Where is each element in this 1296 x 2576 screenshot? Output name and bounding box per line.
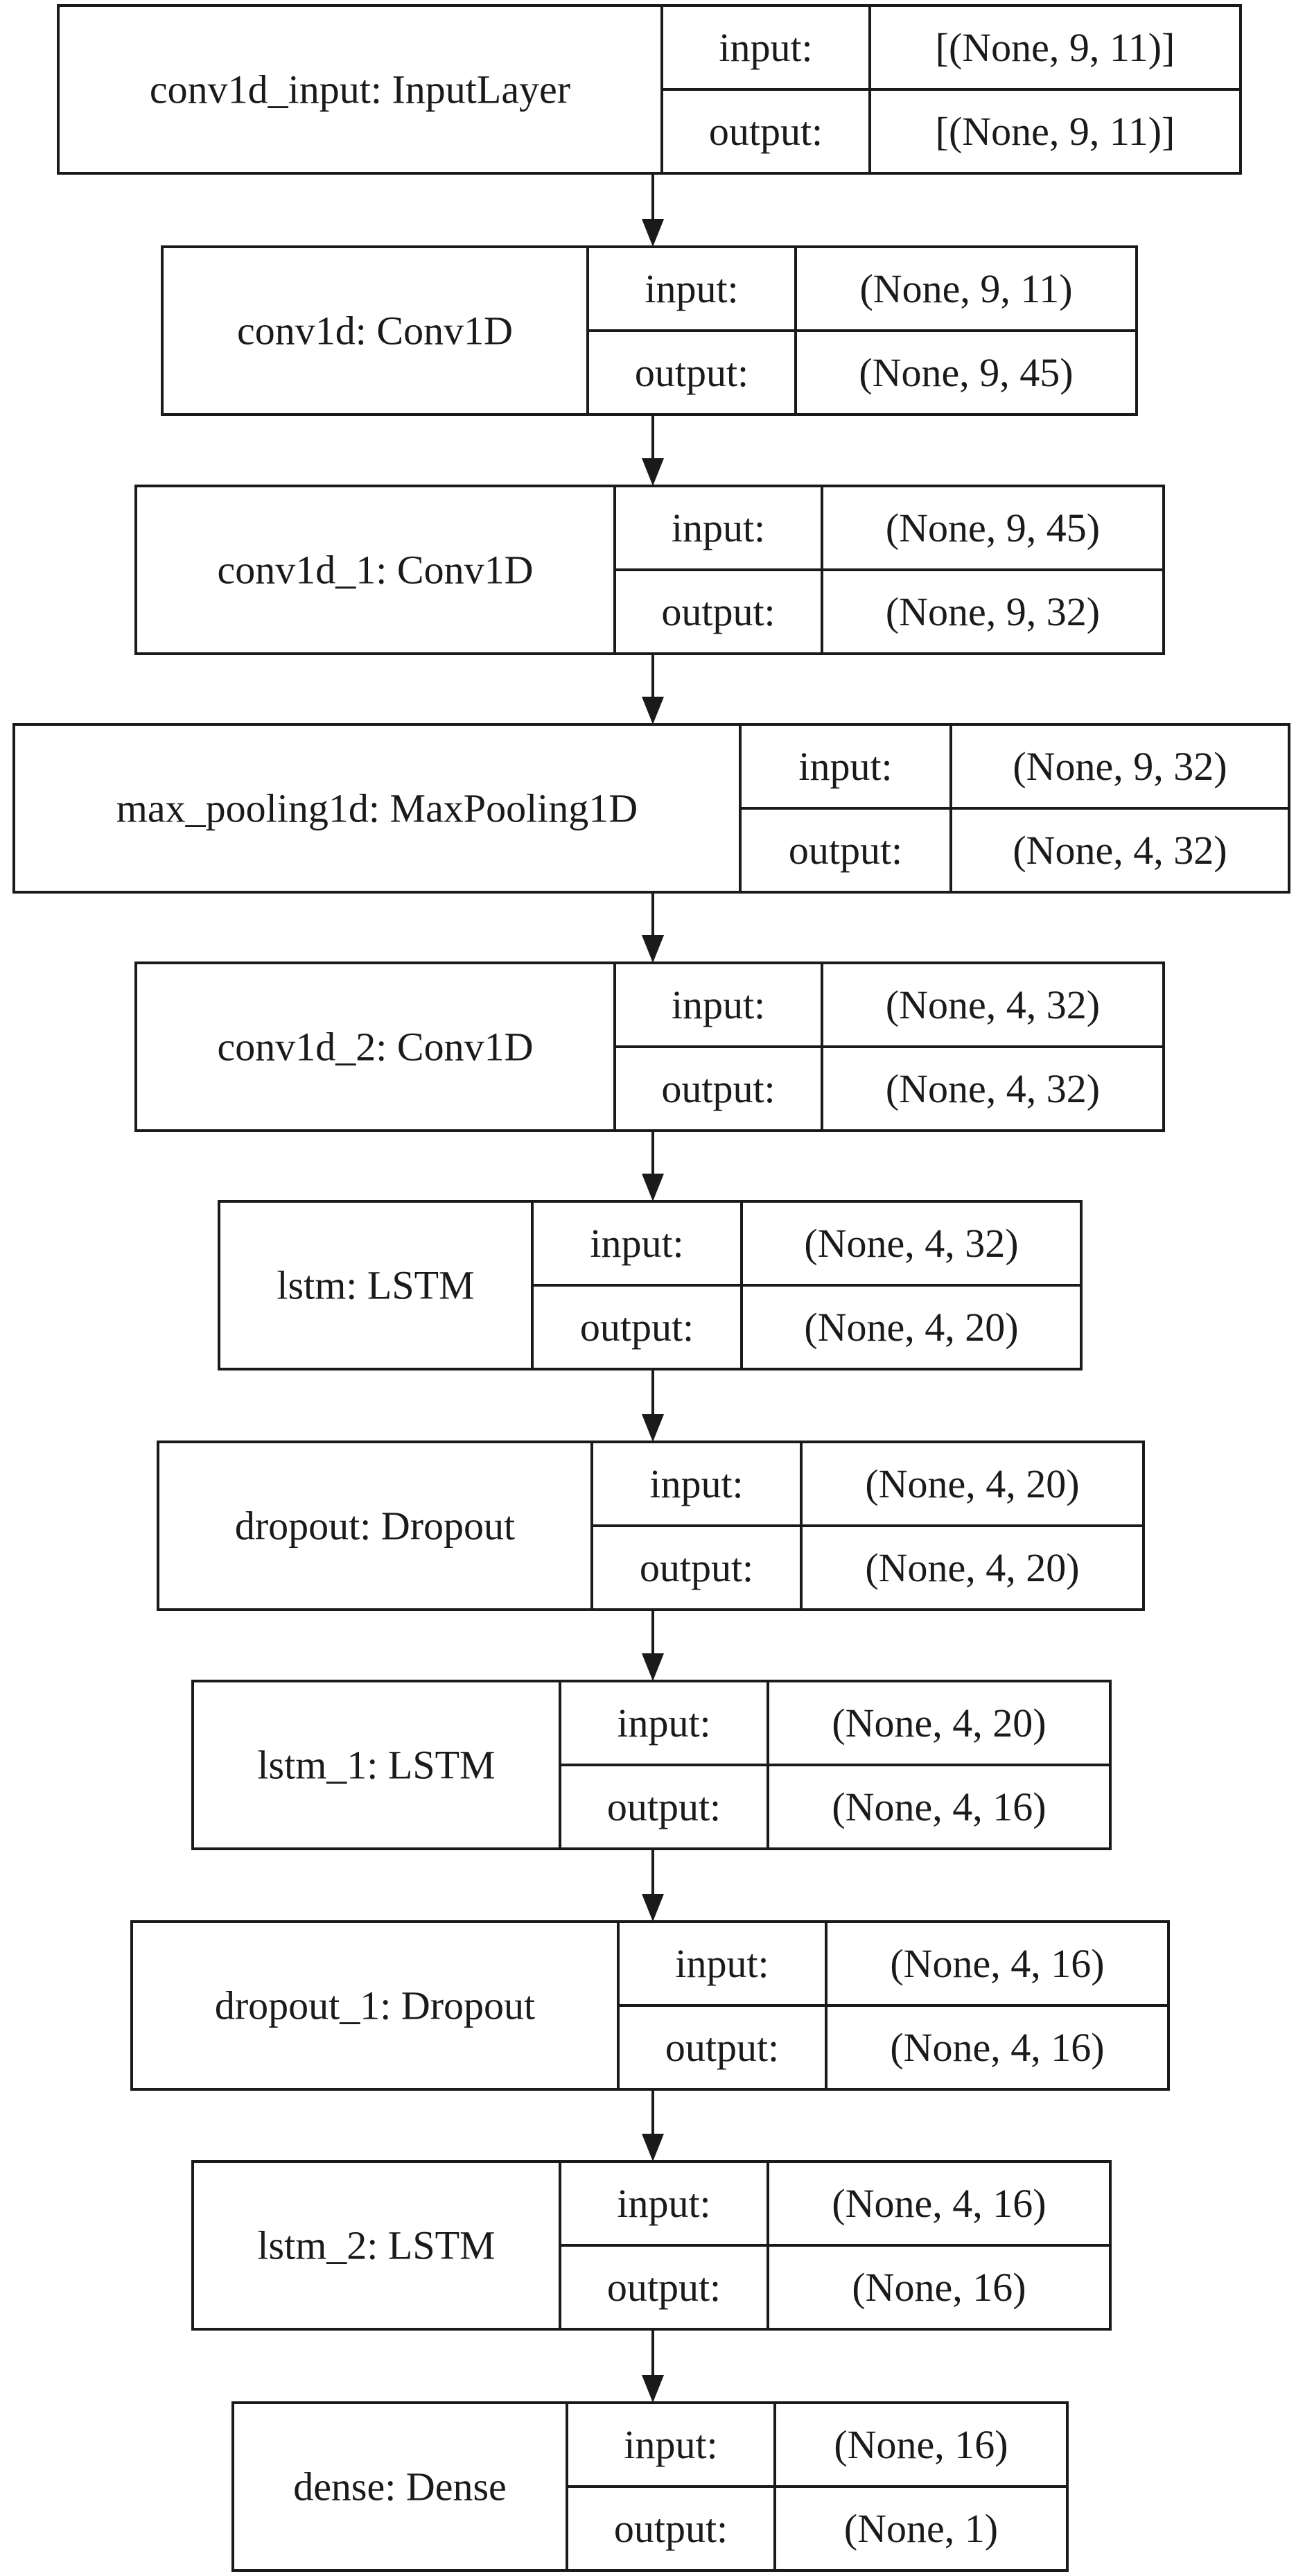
input-shape: (None, 9, 45) <box>886 505 1100 550</box>
flow-arrow <box>642 173 664 247</box>
input-label: input: <box>649 1461 743 1506</box>
layer-name: dense: Dense <box>293 2464 507 2509</box>
output-label: output: <box>607 1784 721 1829</box>
layer-node: conv1d_2: Conv1D input: output: (None, 4, 3… <box>134 961 1165 1132</box>
input-label: input: <box>798 744 892 789</box>
output-shape: (None, 9, 32) <box>886 589 1100 634</box>
arrow-head-icon <box>642 2134 664 2161</box>
input-shape: (None, 9, 32) <box>1013 744 1227 789</box>
input-label: input: <box>675 1941 769 1986</box>
layer-node: max_pooling1d: MaxPooling1D input: output:… <box>12 723 1290 894</box>
flow-arrow <box>642 654 664 724</box>
output-shape: (None, 4, 32) <box>1013 828 1227 873</box>
output-shape: (None, 4, 16) <box>832 1784 1046 1829</box>
layer-node: lstm: LSTM input: output: (None, 4, 32) (Non… <box>218 1200 1083 1370</box>
layer-node: dropout: Dropout input: output: (None, 4, 2… <box>157 1441 1145 1611</box>
input-label: input: <box>719 25 812 70</box>
input-shape: (None, 4, 20) <box>832 1700 1046 1746</box>
input-shape: (None, 9, 11) <box>859 266 1072 311</box>
input-label: input: <box>672 505 765 550</box>
output-label: output: <box>709 109 823 154</box>
output-label: output: <box>607 2265 721 2310</box>
output-label: output: <box>580 1305 694 1350</box>
input-shape: (None, 4, 16) <box>832 2181 1046 2226</box>
output-shape: (None, 4, 16) <box>890 2025 1104 2070</box>
output-label: output: <box>614 2506 728 2551</box>
input-label: input: <box>590 1221 683 1266</box>
output-label: output: <box>640 1545 753 1590</box>
arrow-head-icon <box>642 1174 664 1201</box>
arrow-head-icon <box>642 1414 664 1442</box>
flow-arrow <box>642 892 664 963</box>
flow-arrow <box>642 1369 664 1442</box>
flow-arrow <box>642 415 664 486</box>
input-label: input: <box>617 1700 710 1746</box>
arrow-head-icon <box>642 219 664 247</box>
input-shape: (None, 4, 32) <box>886 982 1100 1027</box>
layer-name: lstm_2: LSTM <box>257 2223 495 2268</box>
output-shape: (None, 4, 32) <box>886 1066 1100 1111</box>
input-label: input: <box>645 266 738 311</box>
output-label: output: <box>661 1066 775 1111</box>
layer-node: conv1d_input: InputLayer input: output: [(N… <box>57 4 1242 175</box>
flow-arrow <box>642 1131 664 1201</box>
layer-node: conv1d_1: Conv1D input: output: (None, 9, 4… <box>134 485 1165 655</box>
arrow-head-icon <box>642 2375 664 2403</box>
layer-name: conv1d_input: InputLayer <box>150 67 570 112</box>
output-shape: (None, 4, 20) <box>804 1305 1018 1350</box>
output-shape: (None, 4, 20) <box>865 1545 1079 1590</box>
output-shape: (None, 9, 45) <box>859 350 1073 395</box>
layer-name: dropout: Dropout <box>235 1504 515 1549</box>
flow-arrow <box>642 2329 664 2403</box>
input-shape: (None, 16) <box>834 2422 1008 2467</box>
layer-name: dropout_1: Dropout <box>215 1983 535 2028</box>
arrow-head-icon <box>642 935 664 963</box>
output-label: output: <box>665 2025 779 2070</box>
flow-arrow <box>642 1849 664 1922</box>
input-label: input: <box>617 2181 710 2226</box>
output-shape: [(None, 9, 11)] <box>936 109 1175 154</box>
layer-name: lstm: LSTM <box>277 1263 474 1308</box>
arrow-head-icon <box>642 458 664 486</box>
output-label: output: <box>635 350 748 395</box>
layer-node: conv1d: Conv1D input: output: (None, 9, 11)… <box>161 245 1138 416</box>
output-shape: (None, 16) <box>852 2265 1026 2310</box>
layer-node: dropout_1: Dropout input: output: (None, 4,… <box>130 1920 1170 2091</box>
input-shape: (None, 4, 20) <box>865 1461 1079 1506</box>
output-label: output: <box>789 828 902 873</box>
flow-arrow <box>642 1610 664 1681</box>
layer-name: conv1d_1: Conv1D <box>218 548 534 593</box>
flow-arrow <box>642 2089 664 2161</box>
layer-name: conv1d: Conv1D <box>237 308 513 354</box>
input-label: input: <box>624 2422 717 2467</box>
input-shape: (None, 4, 16) <box>890 1941 1104 1986</box>
arrow-head-icon <box>642 1894 664 1922</box>
layer-name: lstm_1: LSTM <box>257 1743 495 1788</box>
input-label: input: <box>672 982 765 1027</box>
arrow-head-icon <box>642 697 664 724</box>
input-shape: [(None, 9, 11)] <box>936 25 1175 70</box>
output-label: output: <box>661 589 775 634</box>
layer-node: lstm_1: LSTM input: output: (None, 4, 20) (N… <box>191 1680 1112 1850</box>
layer-node: lstm_2: LSTM input: output: (None, 4, 16) (N… <box>191 2160 1112 2331</box>
input-shape: (None, 4, 32) <box>804 1221 1018 1266</box>
layer-node: dense: Dense input: output: (None, 16) (None… <box>231 2401 1069 2572</box>
output-shape: (None, 1) <box>844 2506 998 2551</box>
layer-name: conv1d_2: Conv1D <box>218 1025 534 1070</box>
arrow-head-icon <box>642 1653 664 1681</box>
layer-name: max_pooling1d: MaxPooling1D <box>116 786 638 831</box>
